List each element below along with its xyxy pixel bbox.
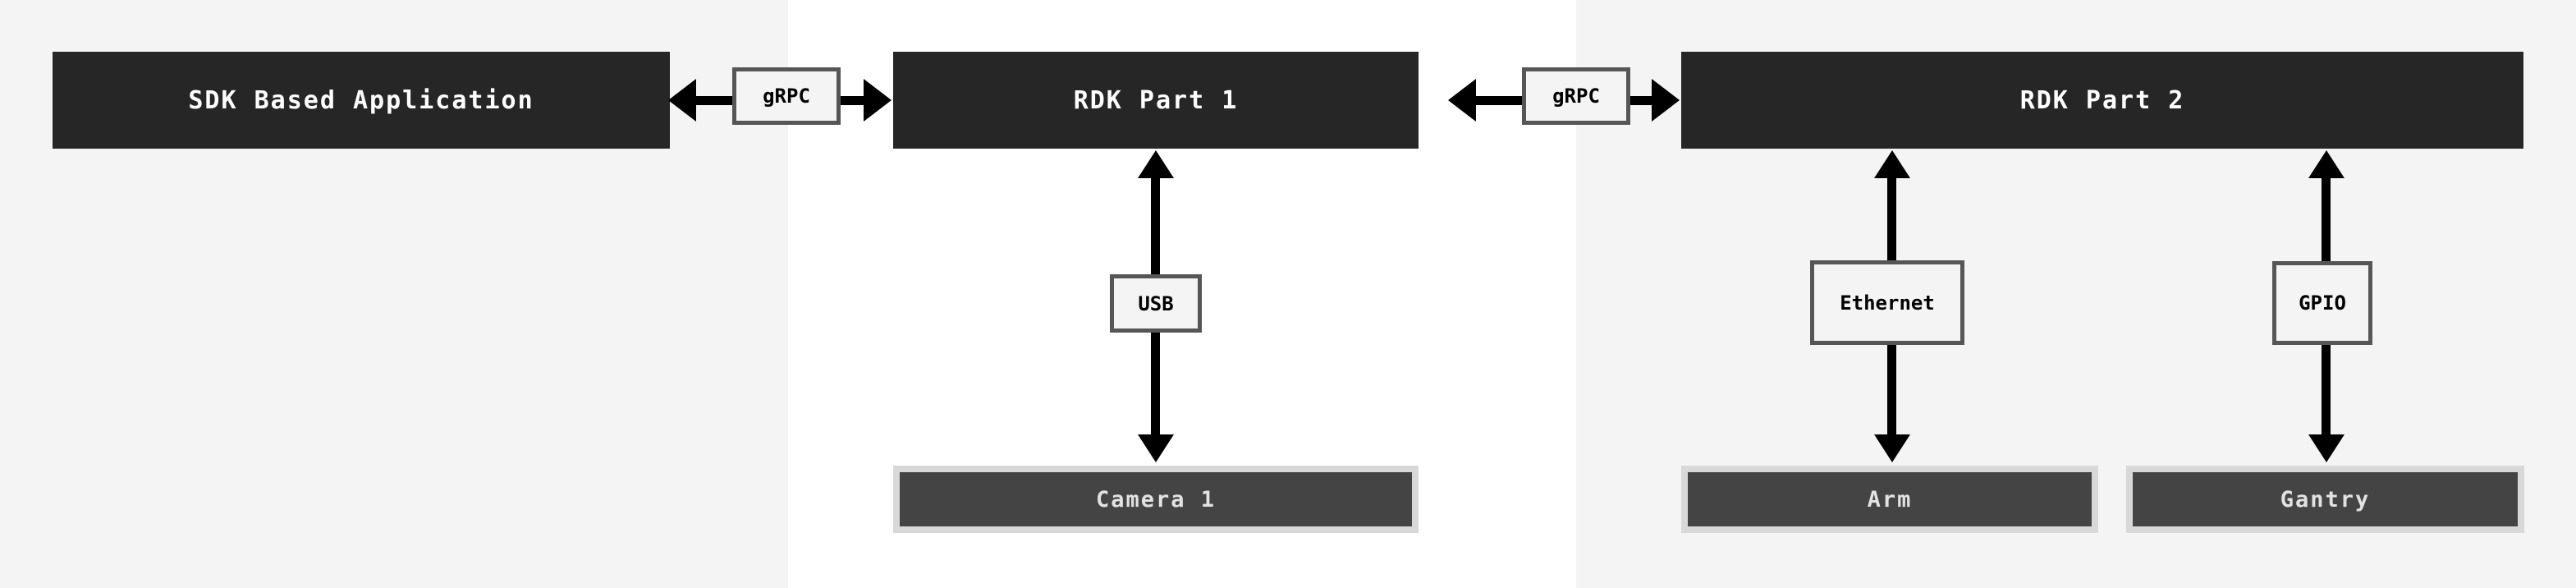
connector-line-gpio-lower: [2322, 342, 2331, 437]
component-rdk-part-2-label: RDK Part 2: [2019, 85, 2185, 115]
device-camera-1[interactable]: Camera 1: [893, 466, 1419, 533]
arrowhead-down-camera-1: [1138, 434, 1174, 462]
connector-line-ethernet-lower: [1887, 342, 1896, 437]
arrowhead-right-rdk-part-2: [1652, 79, 1680, 122]
component-rdk-part-1-label: RDK Part 1: [1073, 85, 1239, 115]
protocol-label-usb[interactable]: USB: [1110, 274, 1202, 333]
connector-line-usb-upper: [1151, 177, 1160, 277]
device-arm[interactable]: Arm: [1681, 466, 2098, 533]
component-rdk-part-2[interactable]: RDK Part 2: [1681, 52, 2523, 149]
arrowhead-up-rdk-part-2-ethernet: [1874, 150, 1910, 178]
arrowhead-up-rdk-part-1-usb: [1138, 150, 1174, 178]
arrowhead-left-rdk-part-1: [1448, 79, 1476, 122]
protocol-label-gpio[interactable]: GPIO: [2272, 261, 2372, 345]
connector-line-usb-lower: [1151, 330, 1160, 437]
component-sdk-based-application[interactable]: SDK Based Application: [53, 52, 670, 149]
protocol-label-gpio-text: GPIO: [2299, 292, 2346, 315]
protocol-label-grpc-rdk1-rdk2-text: gRPC: [1552, 85, 1600, 108]
protocol-label-grpc-sdk-rdk1[interactable]: gRPC: [732, 67, 841, 125]
arrowhead-right-rdk-part-1: [864, 79, 892, 122]
connector-line-ethernet-upper: [1887, 177, 1896, 263]
protocol-label-ethernet[interactable]: Ethernet: [1810, 260, 1964, 345]
arrowhead-down-gantry: [2308, 434, 2345, 462]
device-arm-label: Arm: [1867, 486, 1913, 512]
connector-line-sdk-to-grpc1: [696, 96, 734, 105]
connector-line-grpc1-to-rdk1: [839, 96, 865, 105]
arrowhead-up-rdk-part-2-gpio: [2308, 150, 2345, 178]
arrowhead-down-arm: [1874, 434, 1910, 462]
protocol-label-usb-text: USB: [1138, 292, 1174, 315]
component-sdk-based-application-label: SDK Based Application: [188, 85, 534, 115]
device-camera-1-label: Camera 1: [1095, 486, 1217, 512]
connector-line-grpc2-to-rdk2: [1629, 96, 1653, 105]
connector-line-rdk1-to-grpc2: [1476, 96, 1524, 105]
connector-line-gpio-upper: [2322, 177, 2331, 263]
component-rdk-part-1[interactable]: RDK Part 1: [893, 52, 1419, 149]
protocol-label-grpc-sdk-rdk1-text: gRPC: [763, 85, 810, 108]
protocol-label-grpc-rdk1-rdk2[interactable]: gRPC: [1522, 67, 1630, 125]
device-gantry-label: Gantry: [2280, 486, 2371, 512]
arrowhead-left-sdk-app: [668, 79, 696, 122]
device-gantry[interactable]: Gantry: [2126, 466, 2524, 533]
protocol-label-ethernet-text: Ethernet: [1840, 291, 1935, 315]
